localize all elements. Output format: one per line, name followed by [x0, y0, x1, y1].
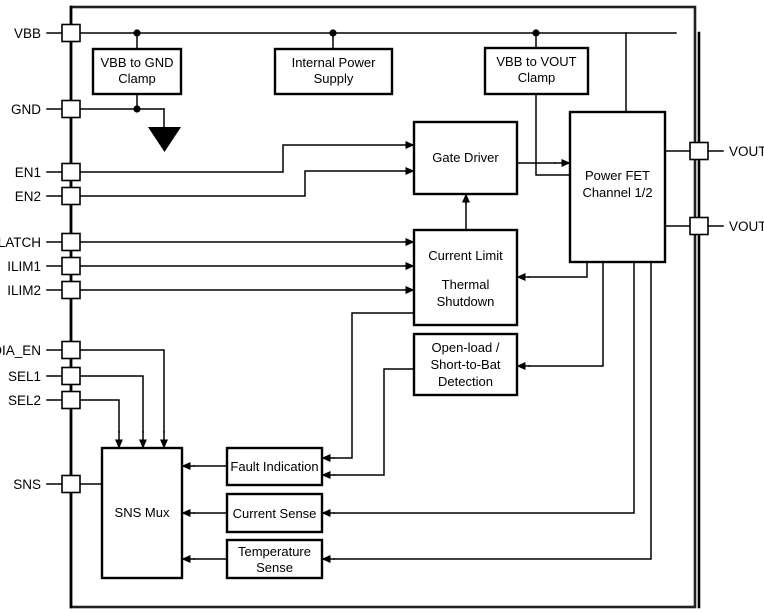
pin-label: GND — [11, 102, 41, 117]
block-label: Channel 1/2 — [582, 185, 652, 200]
pin-latch[interactable]: LATCH — [0, 232, 81, 252]
left-pins-group: VBB GND EN1 EN2 LATCH ILIM1 — [0, 23, 81, 494]
block-open-load-detection[interactable]: Open-load / Short-to-Bat Detection — [412, 332, 519, 397]
block-power-fet[interactable]: Power FET Channel 1/2 — [568, 110, 667, 264]
wiring — [79, 29, 701, 609]
pin-sel2[interactable]: SEL2 — [8, 390, 81, 410]
block-label: Sense — [256, 560, 293, 575]
right-pins-group: VOUT1 VOUT2 — [689, 141, 764, 236]
block-label: Clamp — [518, 70, 556, 85]
block-label: Detection — [438, 374, 493, 389]
pin-gnd[interactable]: GND — [11, 99, 81, 119]
block-current-sense[interactable]: Current Sense — [225, 492, 324, 534]
block-vbb-gnd-clamp[interactable]: VBB to GND Clamp — [91, 47, 183, 96]
block-label: SNS Mux — [115, 505, 170, 520]
pin-en2[interactable]: EN2 — [15, 186, 81, 206]
block-label: Supply — [314, 71, 354, 86]
pin-en1[interactable]: EN1 — [15, 162, 81, 182]
pin-vout1[interactable]: VOUT1 — [689, 141, 764, 161]
block-sns-mux[interactable]: SNS Mux — [100, 446, 184, 580]
block-label: Gate Driver — [432, 150, 499, 165]
block-label: Fault Indication — [230, 459, 318, 474]
block-label: Current Limit — [428, 248, 503, 263]
block-label: Power FET — [585, 168, 650, 183]
block-label: VBB to GND — [101, 55, 174, 70]
pin-ilim2[interactable]: ILIM2 — [7, 280, 81, 300]
pin-dia-en[interactable]: DIA_EN — [0, 340, 81, 360]
block-label: Current Sense — [233, 506, 317, 521]
ground-symbol — [148, 127, 181, 152]
block-vbb-vout-clamp[interactable]: VBB to VOUT Clamp — [483, 46, 590, 96]
blocks-group: VBB to GND Clamp Internal Power Supply V… — [91, 46, 667, 580]
pin-vbb[interactable]: VBB — [14, 23, 81, 43]
block-label: Temperature — [238, 544, 311, 559]
pin-label: SEL2 — [8, 393, 41, 408]
pin-label: SNS — [13, 477, 41, 492]
block-label: Shutdown — [437, 294, 495, 309]
block-label: Clamp — [118, 71, 156, 86]
pin-sel1[interactable]: SEL1 — [8, 366, 81, 386]
pin-label: VBB — [14, 26, 41, 41]
pin-label: DIA_EN — [0, 343, 41, 358]
block-gate-driver[interactable]: Gate Driver — [412, 120, 519, 196]
pin-label: SEL1 — [8, 369, 41, 384]
block-fault-indication[interactable]: Fault Indication — [225, 446, 324, 487]
block-label: Thermal — [442, 277, 490, 292]
pin-label: EN2 — [15, 189, 41, 204]
pin-label: LATCH — [0, 235, 41, 250]
block-current-limit[interactable]: Current Limit Thermal Shutdown — [412, 228, 519, 327]
pin-vout2[interactable]: VOUT2 — [689, 216, 764, 236]
pin-label: VOUT1 — [729, 144, 764, 159]
pin-label: VOUT2 — [729, 219, 764, 234]
block-label: Short-to-Bat — [430, 357, 500, 372]
block-label: Internal Power — [292, 55, 376, 70]
block-label: Open-load / — [432, 340, 500, 355]
pin-label: EN1 — [15, 165, 41, 180]
block-temperature-sense[interactable]: Temperature Sense — [225, 538, 324, 580]
pin-label: ILIM1 — [7, 259, 41, 274]
pin-sns[interactable]: SNS — [13, 474, 81, 494]
pin-label: ILIM2 — [7, 283, 41, 298]
pin-ilim1[interactable]: ILIM1 — [7, 256, 81, 276]
block-label: VBB to VOUT — [496, 54, 576, 69]
block-internal-power[interactable]: Internal Power Supply — [273, 47, 394, 96]
